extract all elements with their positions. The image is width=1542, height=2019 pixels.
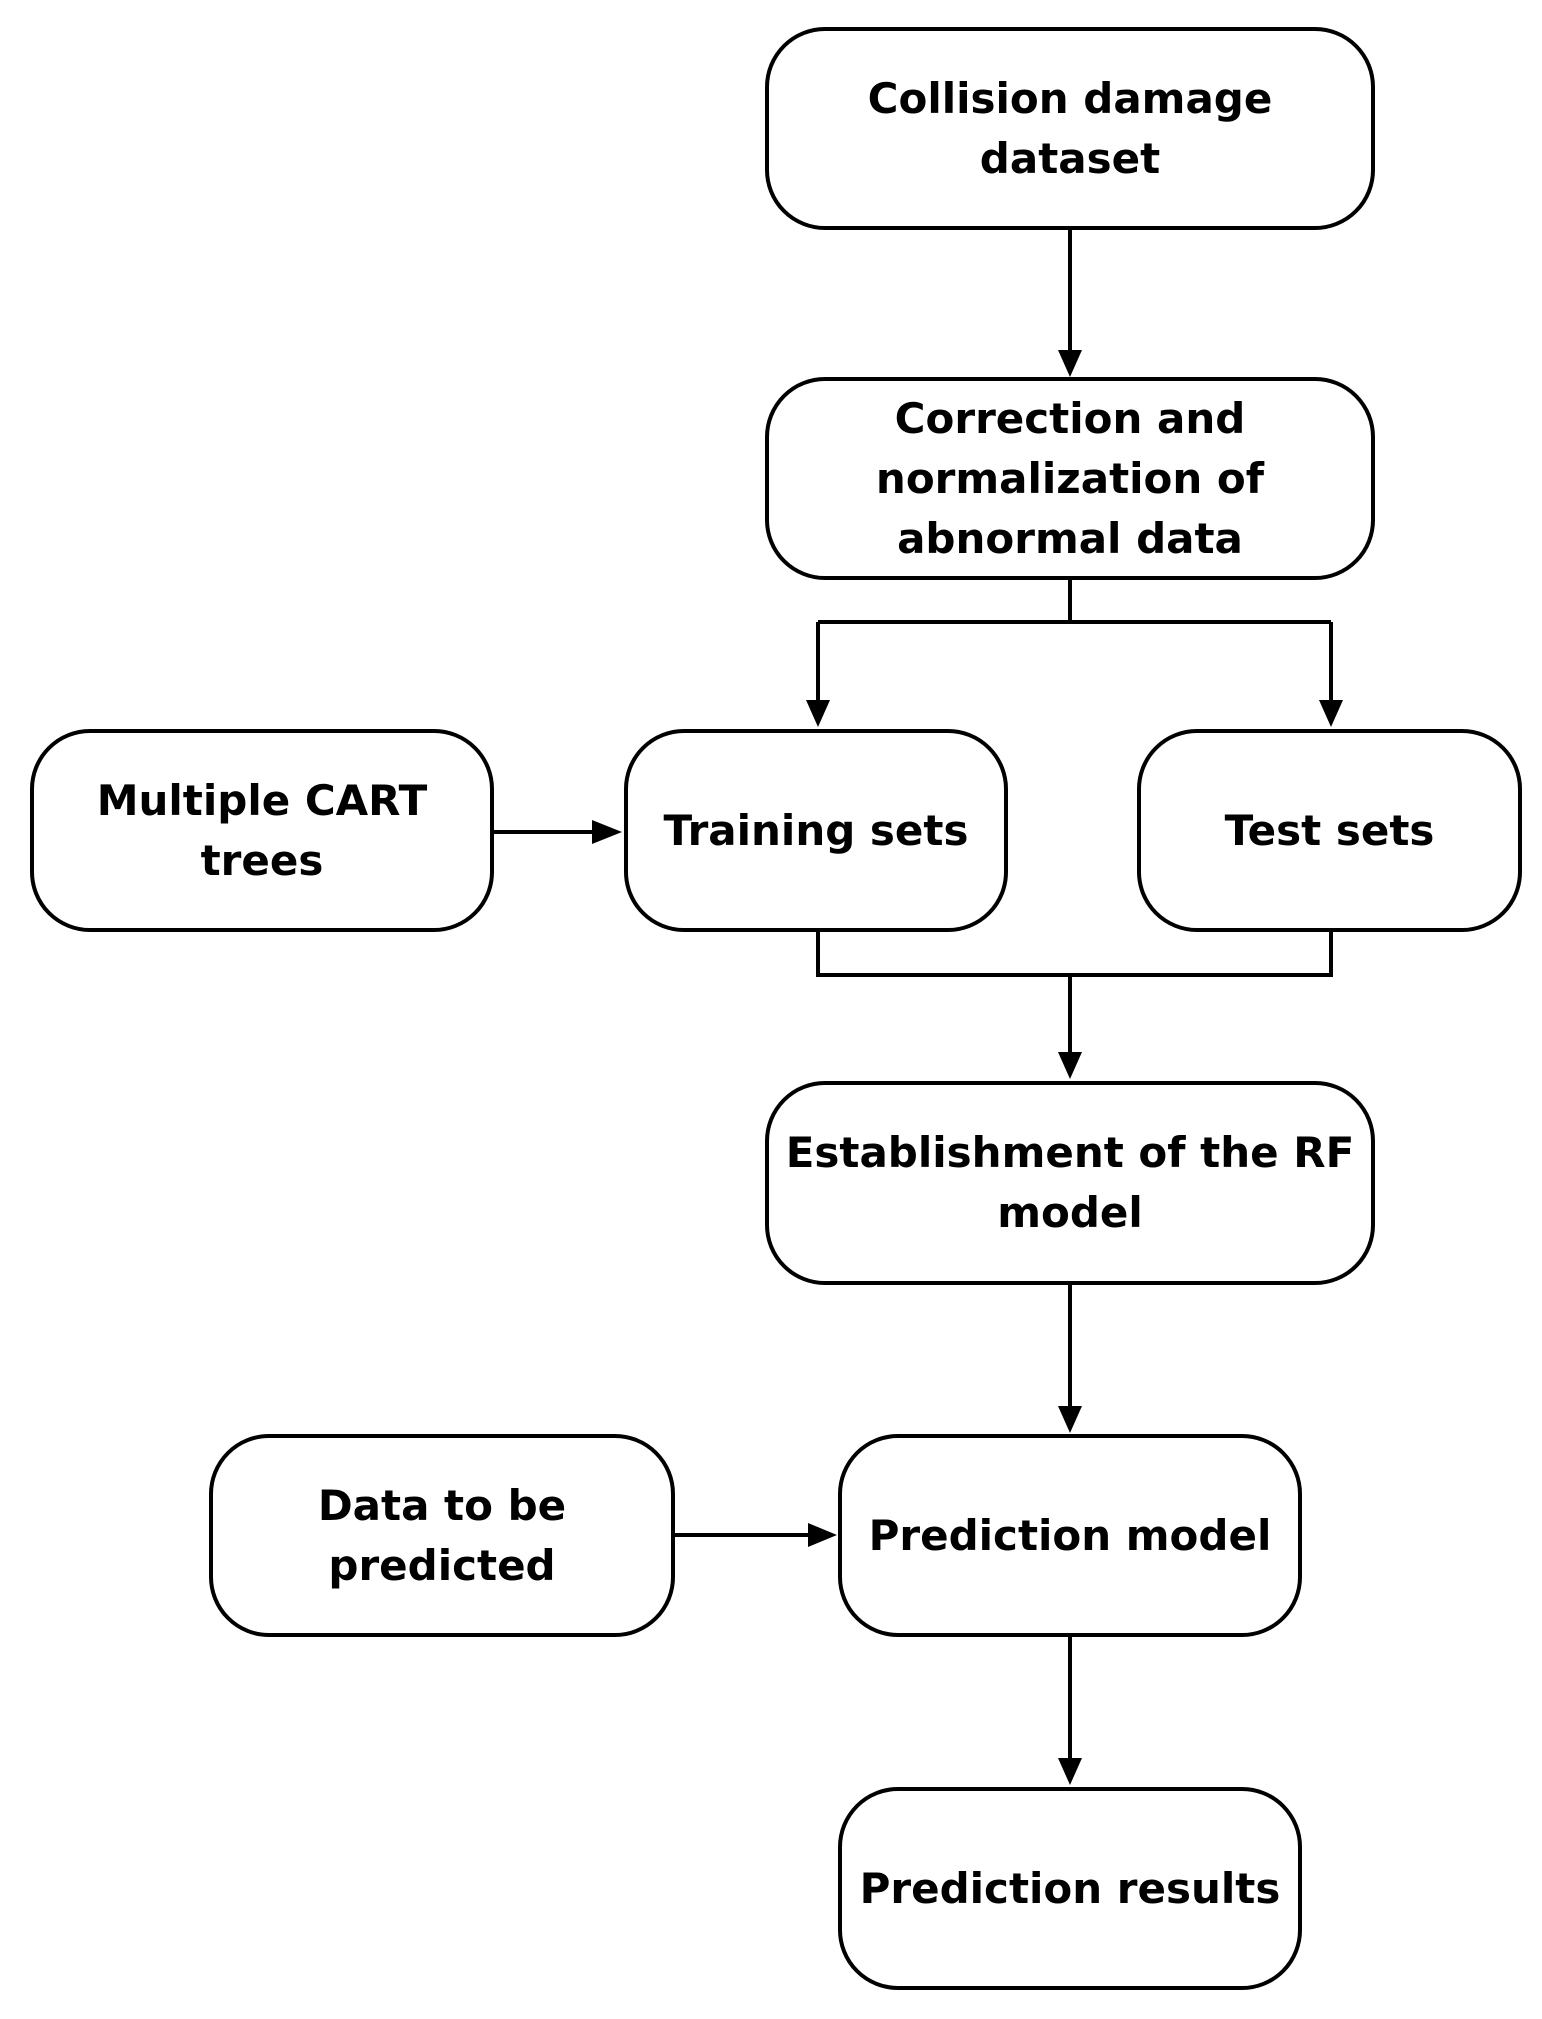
training-sets-label: Training sets bbox=[663, 805, 969, 855]
multiple-cart-trees-label: Multiple CART trees bbox=[96, 775, 428, 885]
rf-model-label: Establishment of the RF model bbox=[785, 1128, 1355, 1237]
correction-normalization-label: Correction and normalization of abnormal… bbox=[875, 393, 1265, 563]
arrowhead-training bbox=[806, 700, 830, 727]
arrowhead-results bbox=[1058, 1758, 1082, 1785]
collision-damage-dataset-node: Collision damage dataset bbox=[765, 27, 1375, 230]
prediction-model-node: Prediction model bbox=[838, 1434, 1302, 1637]
data-to-be-predicted-node: Data to be predicted bbox=[209, 1434, 675, 1637]
arrowhead-prediction-model-from-data bbox=[808, 1523, 837, 1547]
connector-merge bbox=[816, 932, 1333, 977]
arrowhead-correction bbox=[1058, 350, 1082, 377]
multiple-cart-trees-node: Multiple CART trees bbox=[30, 729, 494, 932]
arrowhead-test bbox=[1319, 700, 1343, 727]
training-sets-node: Training sets bbox=[624, 729, 1008, 932]
arrowhead-rf bbox=[1058, 1052, 1082, 1079]
test-sets-node: Test sets bbox=[1137, 729, 1522, 932]
prediction-results-node: Prediction results bbox=[838, 1787, 1302, 1990]
test-sets-label: Test sets bbox=[1224, 805, 1435, 855]
prediction-model-label: Prediction model bbox=[868, 1510, 1272, 1560]
prediction-results-label: Prediction results bbox=[859, 1863, 1281, 1913]
rf-model-node: Establishment of the RF model bbox=[765, 1081, 1375, 1285]
data-to-be-predicted-label: Data to be predicted bbox=[317, 1480, 567, 1590]
arrowhead-training-from-cart bbox=[592, 820, 622, 844]
arrowhead-prediction-model bbox=[1058, 1406, 1082, 1433]
collision-damage-dataset-label: Collision damage dataset bbox=[867, 73, 1273, 183]
correction-normalization-node: Correction and normalization of abnormal… bbox=[765, 377, 1375, 580]
